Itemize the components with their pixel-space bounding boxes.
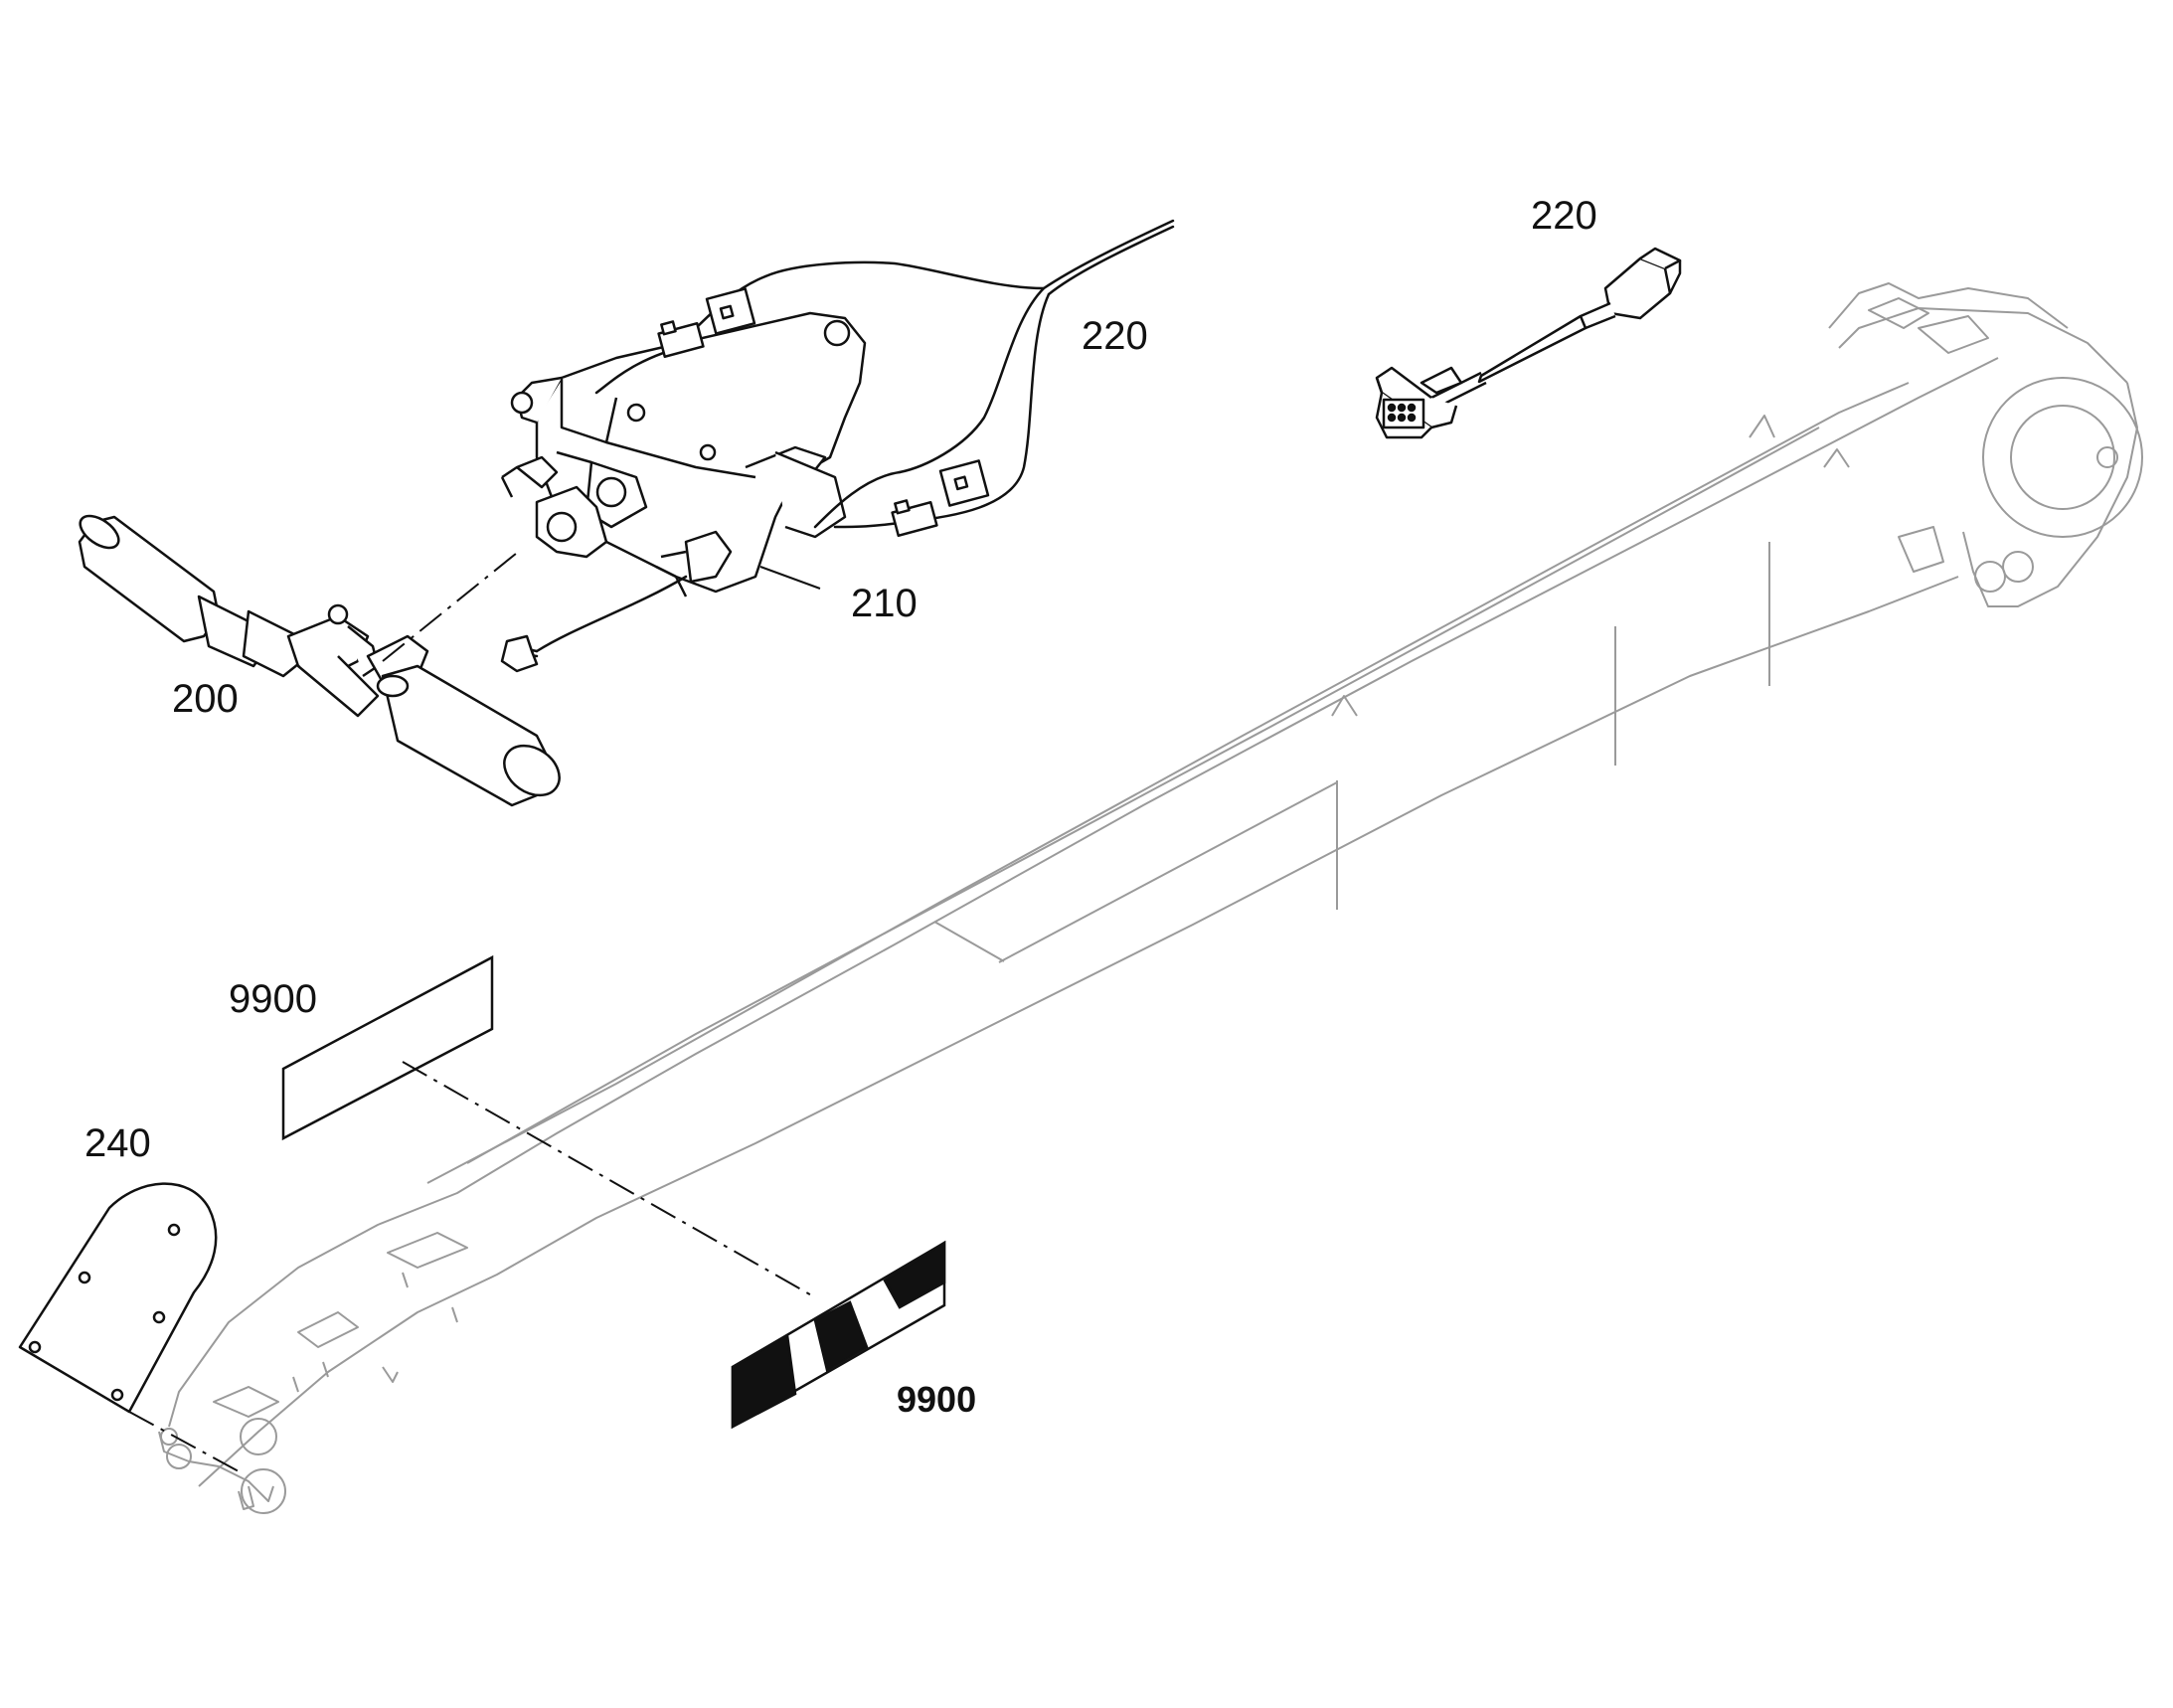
boom-arm [158, 282, 2143, 1514]
callout-9900-decal: 9900 [229, 977, 317, 1021]
callout-leaders [759, 566, 821, 590]
callout-220-harness: 220 [1082, 314, 1148, 358]
decal-stripe [731, 1240, 946, 1430]
callout-240: 240 [84, 1121, 151, 1165]
cover-plate [18, 1182, 218, 1414]
harness-connectors [500, 287, 990, 673]
callout-200: 200 [172, 677, 239, 721]
callout-210: 210 [851, 582, 918, 625]
connector-cable [1375, 247, 1682, 439]
callout-220-connector: 220 [1531, 194, 1597, 238]
dashed-leaders [128, 548, 816, 1472]
callout-9900-stripe: 9900 [897, 1379, 977, 1420]
valve-block [500, 311, 867, 598]
decal-plain [281, 954, 494, 1141]
cylinder-assembly [78, 514, 561, 807]
